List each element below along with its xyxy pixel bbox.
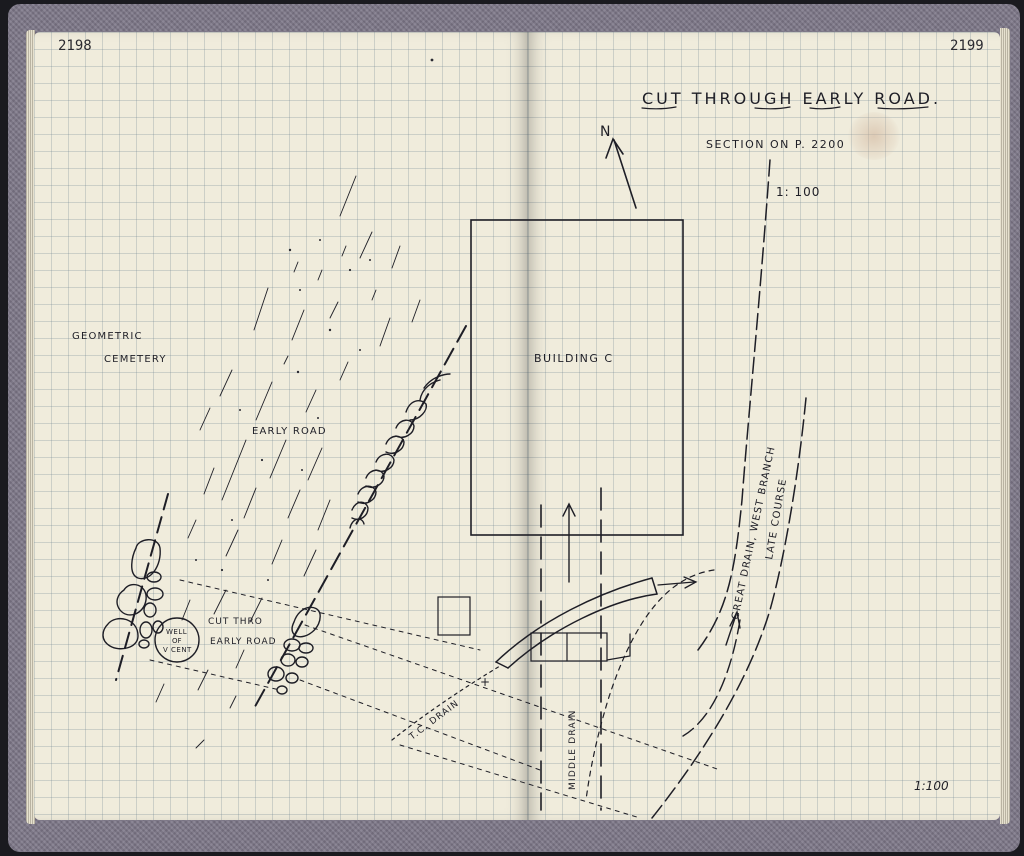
title-underline-3 [809,106,841,110]
middle-drain-label: MIDDLE DRAIN [568,709,578,790]
great-drain-line-2 [651,397,807,819]
left-page [34,32,528,820]
road-hatching [155,175,421,749]
tc-drain-north-edge [495,577,653,663]
north-label: N [600,124,610,140]
page-number-right: 2199 [950,38,984,54]
cut-thro-label: CUT THRO [208,617,263,627]
building-c-outline [470,219,684,536]
page-number-left: 2198 [58,38,92,54]
tc-drain-south-edge [507,593,658,669]
page-edges-right [1000,28,1010,824]
coffee-stain [848,112,900,160]
stone-wall-west [102,539,164,650]
road-stipple [195,58,434,581]
title-underline-2 [754,106,791,110]
well-label-3: V CENT [163,646,192,654]
middle-drain-arrow-icon [562,502,576,583]
geometric-label: GEOMETRIC [72,331,143,342]
tc-drain-arrow-icon [657,576,698,589]
construction-line-1 [299,679,541,771]
stone-wall-east [267,373,451,695]
right-page [528,32,1000,820]
svg-text:+: + [480,675,490,689]
north-arrow-icon: N [600,124,637,209]
scale-bottom: 1:100 [914,779,949,793]
scale-top: 1: 100 [776,185,820,199]
title-underline-1 [641,106,677,110]
early-road-label: EARLY ROAD [252,426,327,437]
construction-line-3 [304,624,721,771]
cut-early-road-label: EARLY ROAD [210,637,277,647]
well-circle: WELL OF V CENT [154,617,200,663]
stone-block-drain [530,632,608,662]
great-drain-arrow-icon [725,609,741,646]
tc-drain-label: T.C. DRAIN [407,698,461,742]
construction-line-2 [179,579,481,651]
section-note: SECTION ON P. 2200 [706,138,845,151]
great-drain-inner-line [682,619,741,737]
well-label-2: OF [172,637,182,645]
plan-title: CUT THROUGH EARLY ROAD. [642,89,941,108]
cemetery-label: CEMETERY [104,354,167,365]
stone-block-corner [606,633,631,661]
page-edges-left [26,30,35,824]
great-drain-line-1 [697,159,771,651]
title-underline-4 [877,106,929,110]
well-label-1: WELL [166,628,187,636]
building-c-label: BUILDING C [534,352,614,365]
tc-drain-extension [391,665,501,741]
stone-block-left [437,596,471,636]
great-drain-join-dashed [585,569,715,801]
